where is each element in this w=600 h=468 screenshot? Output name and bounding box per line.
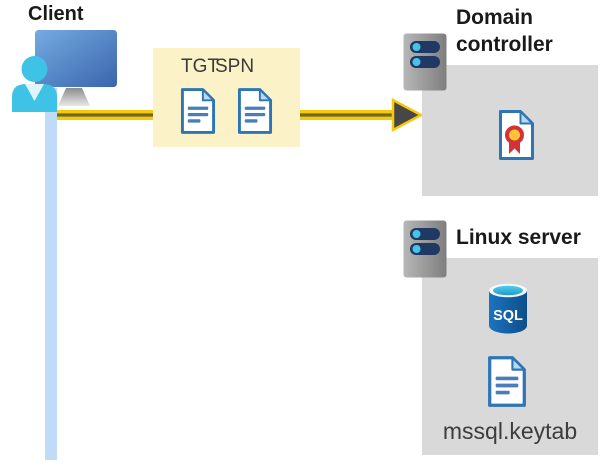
client-connector-line bbox=[45, 88, 57, 460]
rosette-seal bbox=[505, 125, 524, 145]
monitor-icon bbox=[35, 30, 117, 106]
server-led bbox=[412, 245, 421, 253]
spn-document-icon bbox=[237, 88, 273, 134]
document-fold bbox=[201, 88, 215, 102]
document-lines bbox=[495, 376, 519, 395]
document-lines bbox=[187, 106, 209, 123]
tgt-document-icon bbox=[180, 88, 216, 134]
linux-server-rack-icon bbox=[403, 220, 447, 278]
token-box bbox=[153, 48, 300, 147]
cylinder-top bbox=[493, 285, 523, 296]
domain-controller-server-icon bbox=[403, 33, 447, 91]
sql-database-icon: SQL bbox=[489, 283, 527, 334]
client-icon bbox=[12, 30, 117, 112]
spn-label: SPN bbox=[215, 56, 255, 77]
sql-label: SQL bbox=[493, 308, 523, 324]
certificate-icon bbox=[499, 110, 534, 160]
user-icon bbox=[12, 56, 57, 112]
domain-controller-label: Domain controller bbox=[456, 6, 553, 56]
server-led bbox=[412, 58, 421, 66]
server-led bbox=[412, 43, 421, 51]
document-lines bbox=[244, 106, 266, 123]
client-label: Client bbox=[28, 3, 84, 25]
keytab-label: mssql.keytab bbox=[442, 418, 578, 444]
tgt-label: TGT bbox=[181, 56, 219, 77]
arrowhead-icon bbox=[391, 98, 423, 132]
document-fold bbox=[258, 88, 272, 102]
linux-server-label: Linux server bbox=[456, 226, 581, 249]
cylinder-body bbox=[489, 290, 527, 334]
document-fold bbox=[511, 356, 526, 371]
document-fold bbox=[519, 110, 534, 125]
server-led bbox=[412, 230, 421, 238]
keytab-document-icon bbox=[488, 356, 526, 407]
